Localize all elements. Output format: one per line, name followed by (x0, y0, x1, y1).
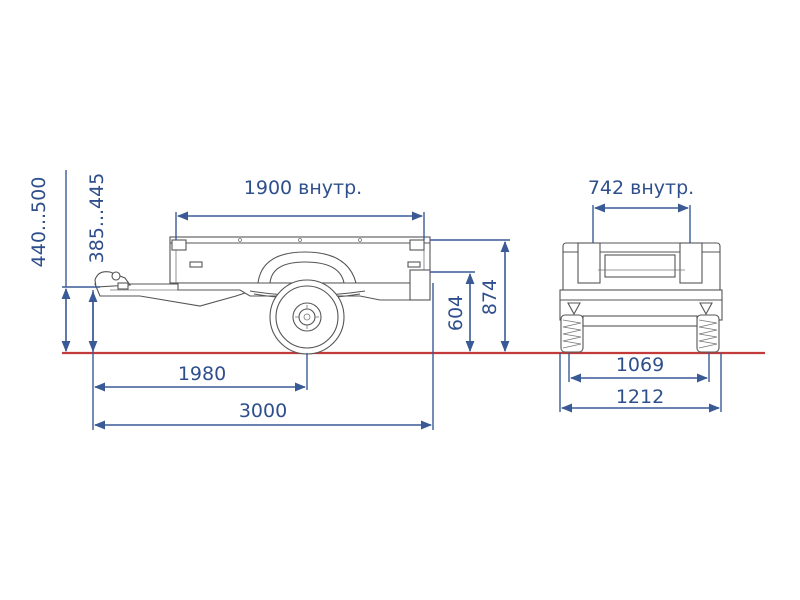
dim-overall-height-label: 874 (479, 279, 501, 315)
dim-hitch-to-axle-label: 1980 (178, 363, 226, 385)
dim-inner-width-label: 742 внутр. (588, 177, 694, 199)
dim-overall-length-label: 3000 (239, 400, 287, 422)
dim-track-width-label: 1069 (616, 354, 664, 376)
dim-body-floor-height-label: 604 (445, 295, 467, 331)
side-view (94, 236, 431, 355)
dim-inner-length-label: 1900 внутр. (244, 177, 362, 199)
dim-coupler-height-label: 385...445 (86, 173, 108, 264)
dim-hitch-height-label: 440...500 (28, 177, 50, 268)
extension-lines (62, 170, 722, 430)
dim-overall-width-label: 1212 (616, 386, 664, 408)
rear-view (559, 242, 723, 353)
